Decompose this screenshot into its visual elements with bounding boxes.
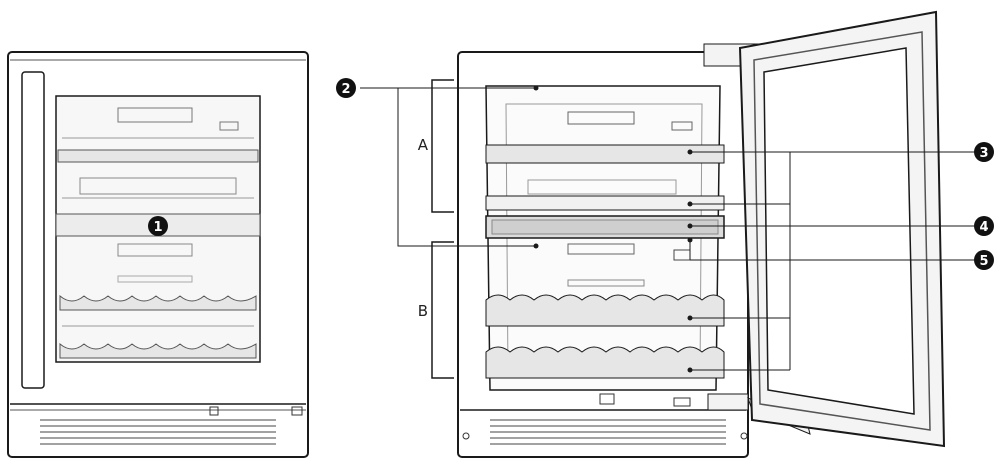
cabinet-outline xyxy=(7,51,309,458)
callout-5-number: 5 xyxy=(979,254,988,269)
wine-rack-upper xyxy=(485,294,725,327)
callout-3: 3 xyxy=(974,142,994,162)
indicator-light xyxy=(219,121,239,131)
wine-shelf-lower xyxy=(59,342,257,359)
callout-1: 1 xyxy=(148,216,168,236)
open-unit-view xyxy=(457,10,946,458)
callout-1-number: 1 xyxy=(153,220,162,235)
interior-light xyxy=(671,121,693,131)
rear-panel-upper xyxy=(527,179,677,195)
shelf-upper-front xyxy=(57,149,259,163)
door-lock xyxy=(209,406,219,416)
zone-b-label: B xyxy=(418,302,428,320)
annotations xyxy=(360,79,974,379)
wine-rack-lower xyxy=(485,346,725,379)
callout-5: 5 xyxy=(974,250,994,270)
door-handle xyxy=(21,71,45,389)
upper-drawer xyxy=(79,177,237,195)
wine-shelf-upper xyxy=(59,294,257,311)
upper-compartment-contents xyxy=(57,107,259,199)
callout-3-number: 3 xyxy=(979,146,988,161)
door-seal xyxy=(753,31,931,431)
shelf-top xyxy=(485,144,725,164)
control-panel-lower xyxy=(567,243,635,255)
callout-2: 2 xyxy=(336,78,356,98)
control-panel xyxy=(117,107,193,123)
zone-b-bracket xyxy=(431,241,454,379)
lock-indicator xyxy=(291,406,303,416)
base-vent-grille xyxy=(40,419,276,445)
callout-4-number: 4 xyxy=(979,220,988,235)
zone-a-label: A xyxy=(418,136,429,154)
zone-a-bracket xyxy=(431,79,454,213)
control-panel-interior xyxy=(567,111,635,125)
closed-unit-front-view xyxy=(7,51,309,458)
open-door-glass xyxy=(763,47,915,415)
shelf-second xyxy=(485,195,725,211)
callout-4: 4 xyxy=(974,216,994,236)
callout-2-number: 2 xyxy=(341,82,350,97)
lower-compartment-contents xyxy=(59,243,257,359)
bottom-hinge xyxy=(707,393,749,411)
base-vent-grille-open xyxy=(490,419,726,445)
